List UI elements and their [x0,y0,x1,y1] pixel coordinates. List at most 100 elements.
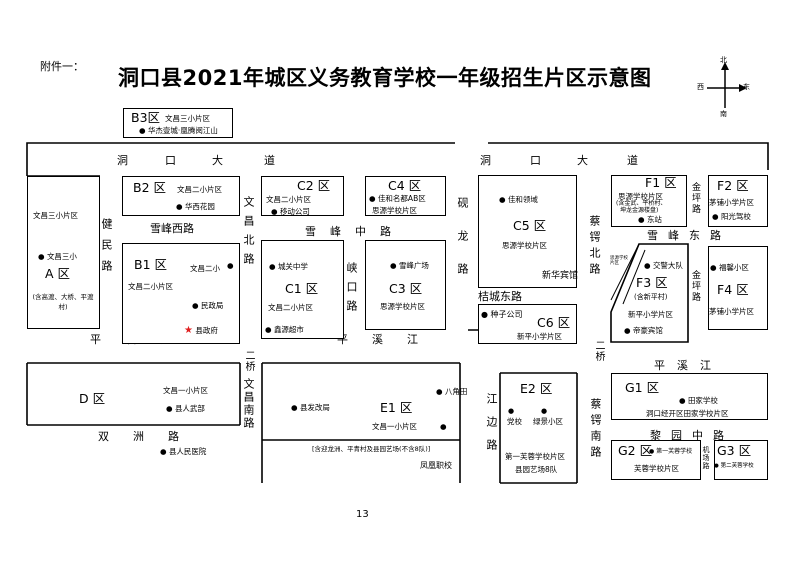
zone-b3 [123,108,233,138]
road-jianmin: 健民路 [100,218,113,281]
zone-d-school: 文昌一小片区 [163,386,208,395]
road-jinping-2: 金坪路 [690,270,700,303]
zone-g1-school: 洞口经开区田家学校片区 [646,409,729,418]
attachment-label: 附件一： [40,60,84,73]
zone-e2-dot2: ● [541,407,548,415]
compass-west: 西 [697,83,704,91]
zone-e2-label: E2 区 [520,381,553,396]
zone-c4-label: C4 区 [388,178,422,193]
zone-g3-poi: ● 第二芙蓉学校 [714,463,754,469]
zone-f3-label: F3 区 [636,275,668,290]
road-xiakou: 峡口路 [345,262,358,319]
road-pingxi-middle: 平溪江 [337,333,442,346]
zone-a-poi: ● 文昌三小 [38,252,77,261]
road-jiecheng-east: 桔城东路 [478,290,522,303]
zone-b1-school: 文昌二小片区 [128,282,173,291]
zone-f4-poi: ● 福馨小区 [710,263,749,272]
zone-f4 [708,246,768,330]
zone-f3 [610,243,689,343]
zone-g3-label: G3 区 [717,443,752,458]
zone-f3-poi2: ● 帝豪宾馆 [624,326,663,335]
zone-a-note: (含高渡、大桥、平渡村) [32,293,94,312]
road-dongkou-east-1: 洞 [480,154,491,167]
zone-d-poi2: ● 县人民医院 [160,447,207,456]
zone-g1-poi: ● 田家学校 [679,396,718,405]
road-dongkou-3: 大 [212,154,223,167]
zone-f1-label: F1 区 [645,175,677,190]
zone-e1-note: [含迎龙洲、平青村及县园艺场(不含8队)] [312,445,431,453]
zone-c5-poi2: 新华宾馆 [542,271,579,281]
zone-c3-label: C3 区 [389,281,423,296]
zone-f3-strip: 思源学校片区 [610,256,628,267]
zone-b2 [122,176,240,216]
zone-f2-label: F2 区 [717,178,749,193]
star-icon: ★ [184,325,193,336]
zone-g2-poi: ● 第一芙蓉学校 [649,448,693,455]
zone-c6-school: 新平小学片区 [517,332,562,341]
zone-f2 [708,175,768,227]
zone-c2-school: 文昌二小片区 [266,195,311,204]
road-pingxi-east: 平溪江 [654,359,723,372]
zone-b3-label: B3区 [131,110,161,125]
zone-f3-school: 新平小学片区 [628,310,673,319]
zone-c1 [261,240,344,339]
zone-c2-label: C2 区 [297,178,331,193]
road-xuefeng-west: 雪峰西路 [150,222,194,235]
zone-a-label: A 区 [45,266,71,281]
zone-b1-poi3: ★ 县政府 [184,325,218,336]
road-jichang: 机场路 [702,446,710,470]
zone-g3 [714,440,768,480]
zone-b3-school: 文昌三小片区 [165,114,210,123]
road-erqiao-1: 二桥 [243,350,254,372]
road-caie-north: 蔡锷北路 [588,215,601,279]
zone-e2-poi2: 绿景小区 [533,417,563,426]
zone-g1 [611,373,768,420]
zone-c4-school: 思源学校片区 [372,206,417,215]
zone-f1-poi: ● 东站 [638,215,662,224]
zone-f3-note: (含新平村) [634,293,668,301]
zone-e1-school: 文昌一小片区 [372,422,417,431]
zone-b1-poi1: 文昌二小 [190,264,220,273]
zone-f4-school: 茅铺小学片区 [709,307,754,316]
road-xuefeng-middle: 雪峰中路 [305,225,405,238]
zone-b1-label: B1 区 [134,257,168,272]
zone-b3-poi: ● 华杰壹城·凰腾阅江山 [139,126,218,135]
zone-c2-poi: ● 移动公司 [271,207,310,216]
compass-south: 南 [720,110,727,118]
zone-c4-poi: ● 佳和名都AB区 [369,194,426,203]
zone-c6 [478,304,577,344]
zone-f1-school: 思源学校片区 [618,192,663,201]
zone-c1-poi2: ● 鑫源超市 [265,325,304,334]
zone-f2-poi: ● 阳光驾校 [712,212,751,221]
road-liyuan: 黎园中路 [650,429,734,442]
map-title: 洞口县2021年城区义务教育学校一年级招生片区示意图 [118,66,652,90]
zone-b1 [122,243,240,344]
compass-east: 东 [743,83,750,91]
road-erqiao-2: 二桥 [593,340,604,362]
zone-f4-label: F4 区 [717,282,749,297]
zone-c1-poi1: ● 城关中学 [269,262,308,271]
zone-c5 [478,175,577,288]
zone-f1-note1: (含金武、平桥村、 [616,200,667,207]
road-dongkou-east-4: 道 [627,154,638,167]
page-number: 13 [356,509,369,520]
zone-e1-poi2: ● 八角田 [436,387,468,396]
zone-c5-school: 思源学校片区 [502,241,547,250]
zone-c3-poi: ● 雪峰广场 [390,261,429,270]
zone-e1-label: E1 区 [380,400,413,415]
zone-e2-dot1: ● [508,407,515,415]
zone-f1 [611,175,687,227]
zone-d-poi1: ● 县人武部 [166,404,205,413]
zone-a-school: 文昌三小片区 [33,211,78,220]
zone-e2-school: 第一芙蓉学校片区 [505,452,565,461]
zone-g2-school: 芙蓉学校片区 [634,464,679,473]
road-dongkou-4: 道 [264,154,275,167]
road-yanlong: 砚龙路 [456,197,469,296]
zone-g2 [611,440,701,480]
zone-b2-school: 文昌二小片区 [177,185,222,194]
road-xuefeng-east: 雪峰东路 [647,229,731,242]
zone-d-label: D 区 [79,391,106,406]
road-shuangzhou: 双洲路 [98,430,203,443]
